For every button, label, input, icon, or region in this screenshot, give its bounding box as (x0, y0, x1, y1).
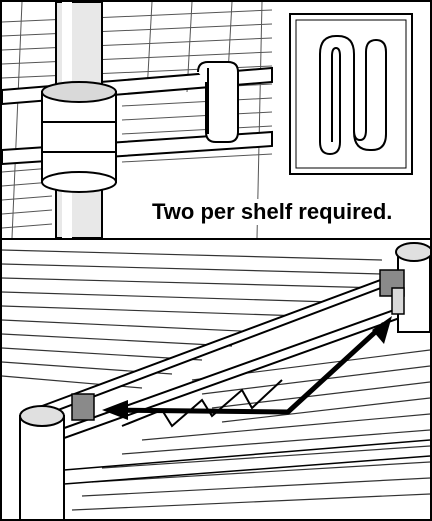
shelf-bottom-edge (63, 439, 430, 485)
s-hook-clip-on-rod (197, 61, 239, 143)
detail-inset-box (289, 13, 413, 175)
panel-divider (2, 238, 430, 240)
bottom-panel-shelf-perspective (2, 240, 430, 519)
shelf-post (41, 2, 117, 238)
shelf-wire-grid (2, 249, 430, 511)
clip-markers (71, 269, 405, 421)
shelf-perspective-illustration (2, 242, 430, 519)
double-headed-arrow-icon (102, 316, 392, 420)
figure-caption: Two per shelf required. (148, 199, 397, 225)
s-hook-clip-icon (319, 35, 387, 156)
post-closeup-illustration (2, 2, 413, 238)
top-panel-post-closeup (2, 2, 430, 238)
left-post (19, 405, 65, 519)
